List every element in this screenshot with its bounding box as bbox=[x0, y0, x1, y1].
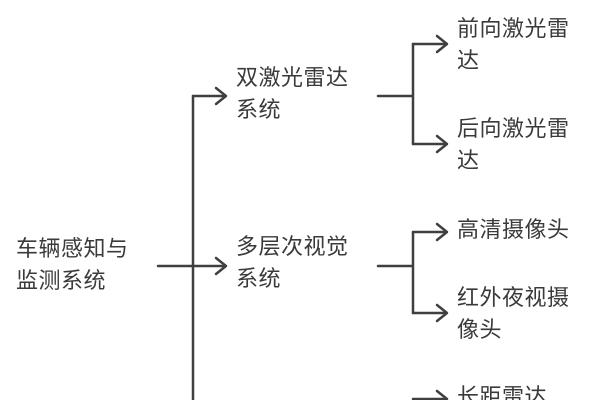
branch-node-lidar-line-2: 系统 bbox=[236, 98, 282, 123]
leaf-2-1-arrow bbox=[435, 222, 449, 242]
leaf-node-front-lidar-line-1: 前向激光雷 bbox=[457, 17, 570, 42]
leaf-node-rear-lidar-line-2: 达 bbox=[457, 149, 480, 174]
leaf-node-hd-camera-line-1: 高清摄像头 bbox=[457, 218, 570, 243]
leaf-3-1-arrow bbox=[435, 389, 449, 400]
leaf-node-rear-lidar: 后向激光雷 达 bbox=[457, 114, 570, 178]
leaf-node-ir-camera-line-1: 红外夜视摄 bbox=[457, 286, 570, 311]
leaf-2-2-arrow bbox=[435, 303, 449, 323]
branch-node-vision: 多层次视觉 系统 bbox=[236, 232, 349, 296]
branch-1-arrow bbox=[214, 86, 228, 106]
root-node: 车辆感知与 监测系统 bbox=[16, 234, 129, 298]
leaf-node-hd-camera: 高清摄像头 bbox=[457, 215, 570, 247]
branch-node-lidar-line-1: 双激光雷达 bbox=[236, 66, 349, 91]
leaf-1-2-arrow bbox=[435, 134, 449, 154]
leaf-node-ir-camera: 红外夜视摄 像头 bbox=[457, 283, 570, 347]
leaf-1-1-arrow bbox=[435, 34, 449, 54]
leaf-node-ir-camera-line-2: 像头 bbox=[457, 318, 503, 343]
branch-2-arrow bbox=[214, 256, 228, 276]
leaf-node-front-lidar-line-2: 达 bbox=[457, 49, 480, 74]
branch-node-lidar: 双激光雷达 系统 bbox=[236, 63, 349, 127]
leaf-node-rear-lidar-line-1: 后向激光雷 bbox=[457, 117, 570, 142]
branch-1-fork bbox=[376, 42, 415, 146]
branch-node-vision-line-1: 多层次视觉 bbox=[236, 235, 349, 260]
leaf-node-front-lidar: 前向激光雷 达 bbox=[457, 14, 570, 78]
branch-node-vision-line-2: 系统 bbox=[236, 267, 282, 292]
root-node-line-2: 监测系统 bbox=[16, 269, 107, 294]
leaf-node-long-range-radar-line-1: 长距雷达 bbox=[457, 385, 548, 400]
root-node-line-1: 车辆感知与 bbox=[16, 237, 129, 262]
leaf-node-long-range-radar: 长距雷达 bbox=[457, 382, 547, 400]
branch-2-fork bbox=[376, 230, 415, 315]
